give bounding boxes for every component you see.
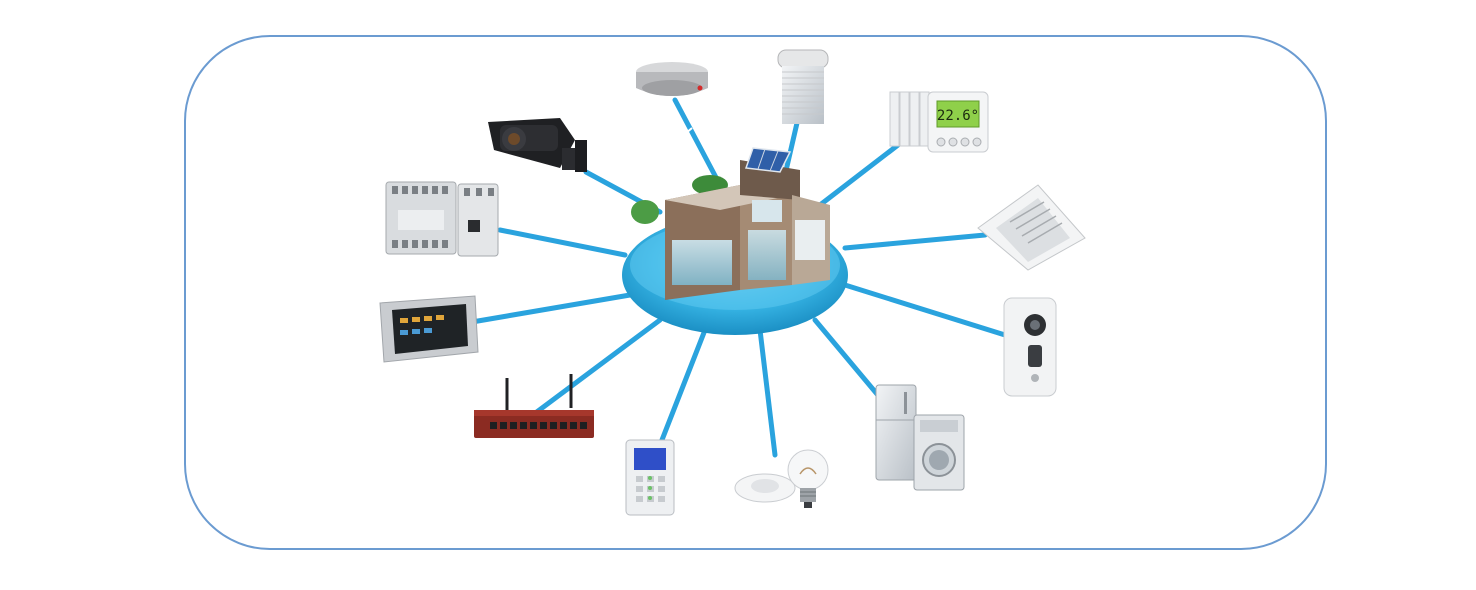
connector-aircon bbox=[842, 232, 988, 251]
connector-keypad bbox=[657, 327, 708, 448]
video-doorbell-icon bbox=[1003, 297, 1057, 397]
rounded-frame bbox=[184, 35, 1327, 550]
thermostat-display: 22.6° bbox=[937, 108, 979, 124]
security-camera-icon bbox=[488, 118, 587, 172]
connector-thermostat bbox=[817, 142, 901, 208]
connector-bulb bbox=[757, 327, 778, 458]
connector-doorbell bbox=[842, 282, 1008, 338]
connector-appliances bbox=[812, 317, 885, 403]
thermostat-radiator-icon: 22.6° bbox=[889, 91, 989, 153]
connector-panel bbox=[469, 292, 633, 325]
home-appliances-icon bbox=[875, 384, 965, 491]
connector-smoke bbox=[672, 97, 723, 188]
alarm-keypad-icon bbox=[625, 439, 675, 516]
touch-panel-icon bbox=[379, 295, 479, 363]
network-router-icon bbox=[474, 374, 594, 438]
connector-router bbox=[527, 317, 663, 420]
connector-din bbox=[497, 227, 628, 258]
ceiling-air-conditioner-icon bbox=[977, 184, 1086, 271]
smoke-detector-icon bbox=[636, 62, 708, 96]
light-bulb-motion-sensor-icon bbox=[734, 449, 829, 508]
smart-home-house-icon bbox=[622, 127, 848, 335]
din-rail-controller-icon bbox=[385, 181, 499, 257]
roller-shutter-icon bbox=[777, 49, 829, 124]
